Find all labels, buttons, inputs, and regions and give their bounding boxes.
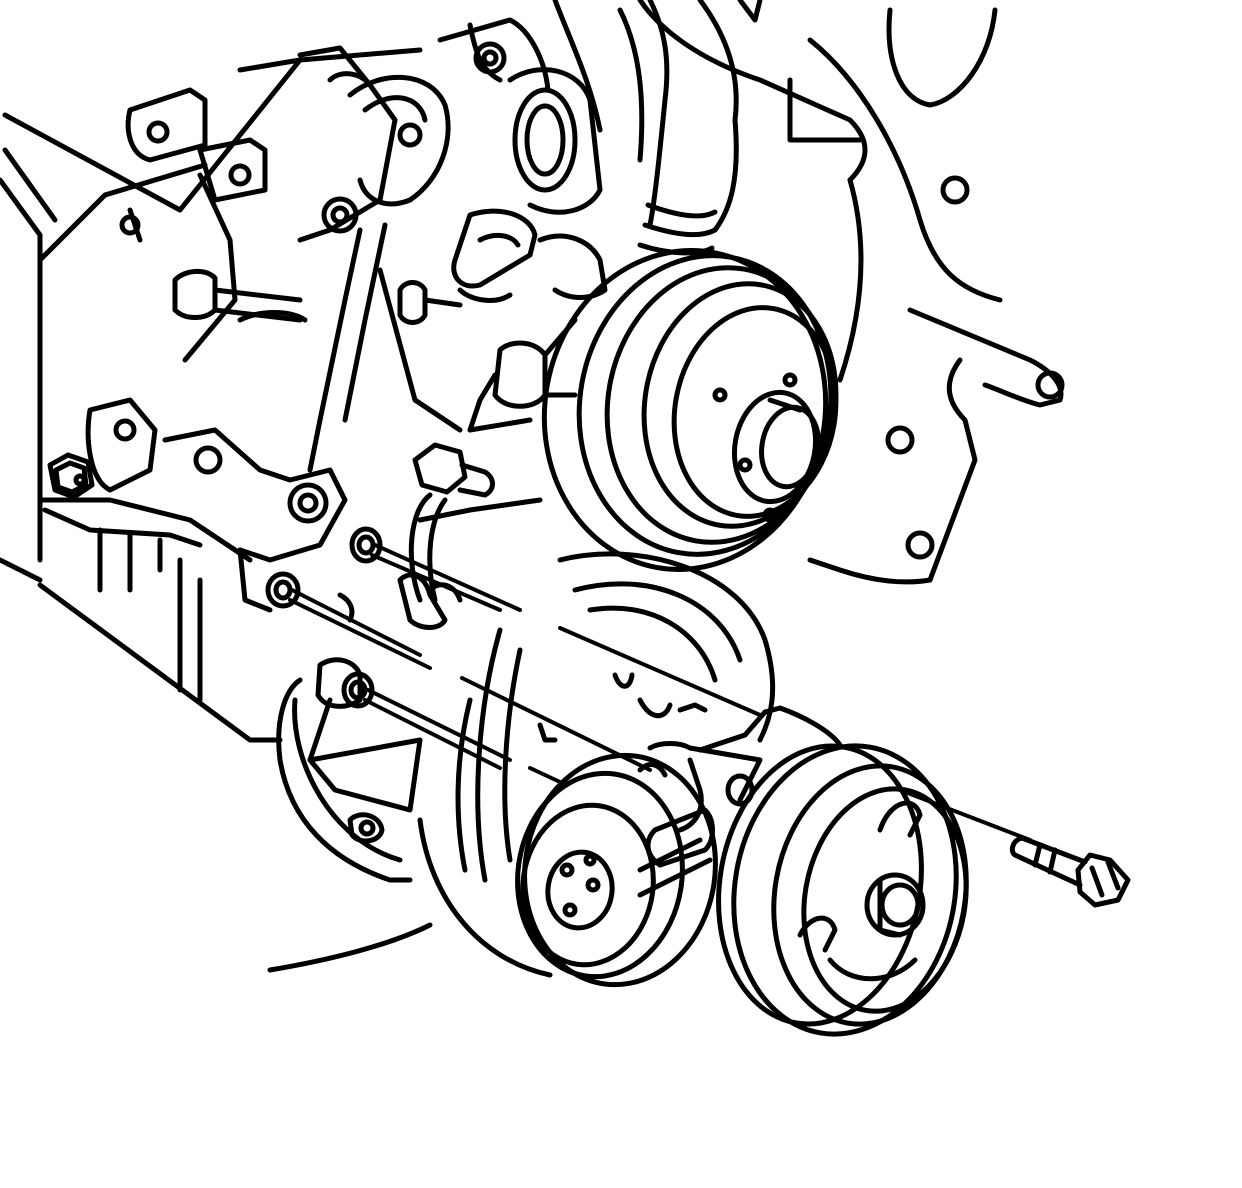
mounting-bolt: [1009, 835, 1131, 908]
water-pump-body: [377, 208, 608, 523]
hex-bolt-left: [47, 452, 95, 500]
bolt-alignment-lines: [288, 543, 1032, 842]
power-steering-pulley: [515, 752, 718, 988]
engine-block-outline: [0, 47, 423, 743]
compressor-clutch-pulley: [716, 743, 969, 1037]
alternator-bracket: [125, 45, 451, 473]
center-stud-nut: [397, 442, 495, 630]
pump-body: [637, 705, 843, 868]
mounting-bolt-sleeves: [265, 526, 383, 709]
timing-cover: [637, 0, 1064, 585]
upper-radiator-hose: [552, 0, 763, 256]
thermostat-housing: [437, 17, 603, 215]
timing-cover-bolt-holes: [885, 175, 1065, 560]
mount-bracket-lower: [37, 397, 348, 703]
crankshaft-balancer: [267, 551, 776, 978]
detail-strokes: [73, 57, 355, 623]
water-pump-pulley: [541, 248, 839, 572]
